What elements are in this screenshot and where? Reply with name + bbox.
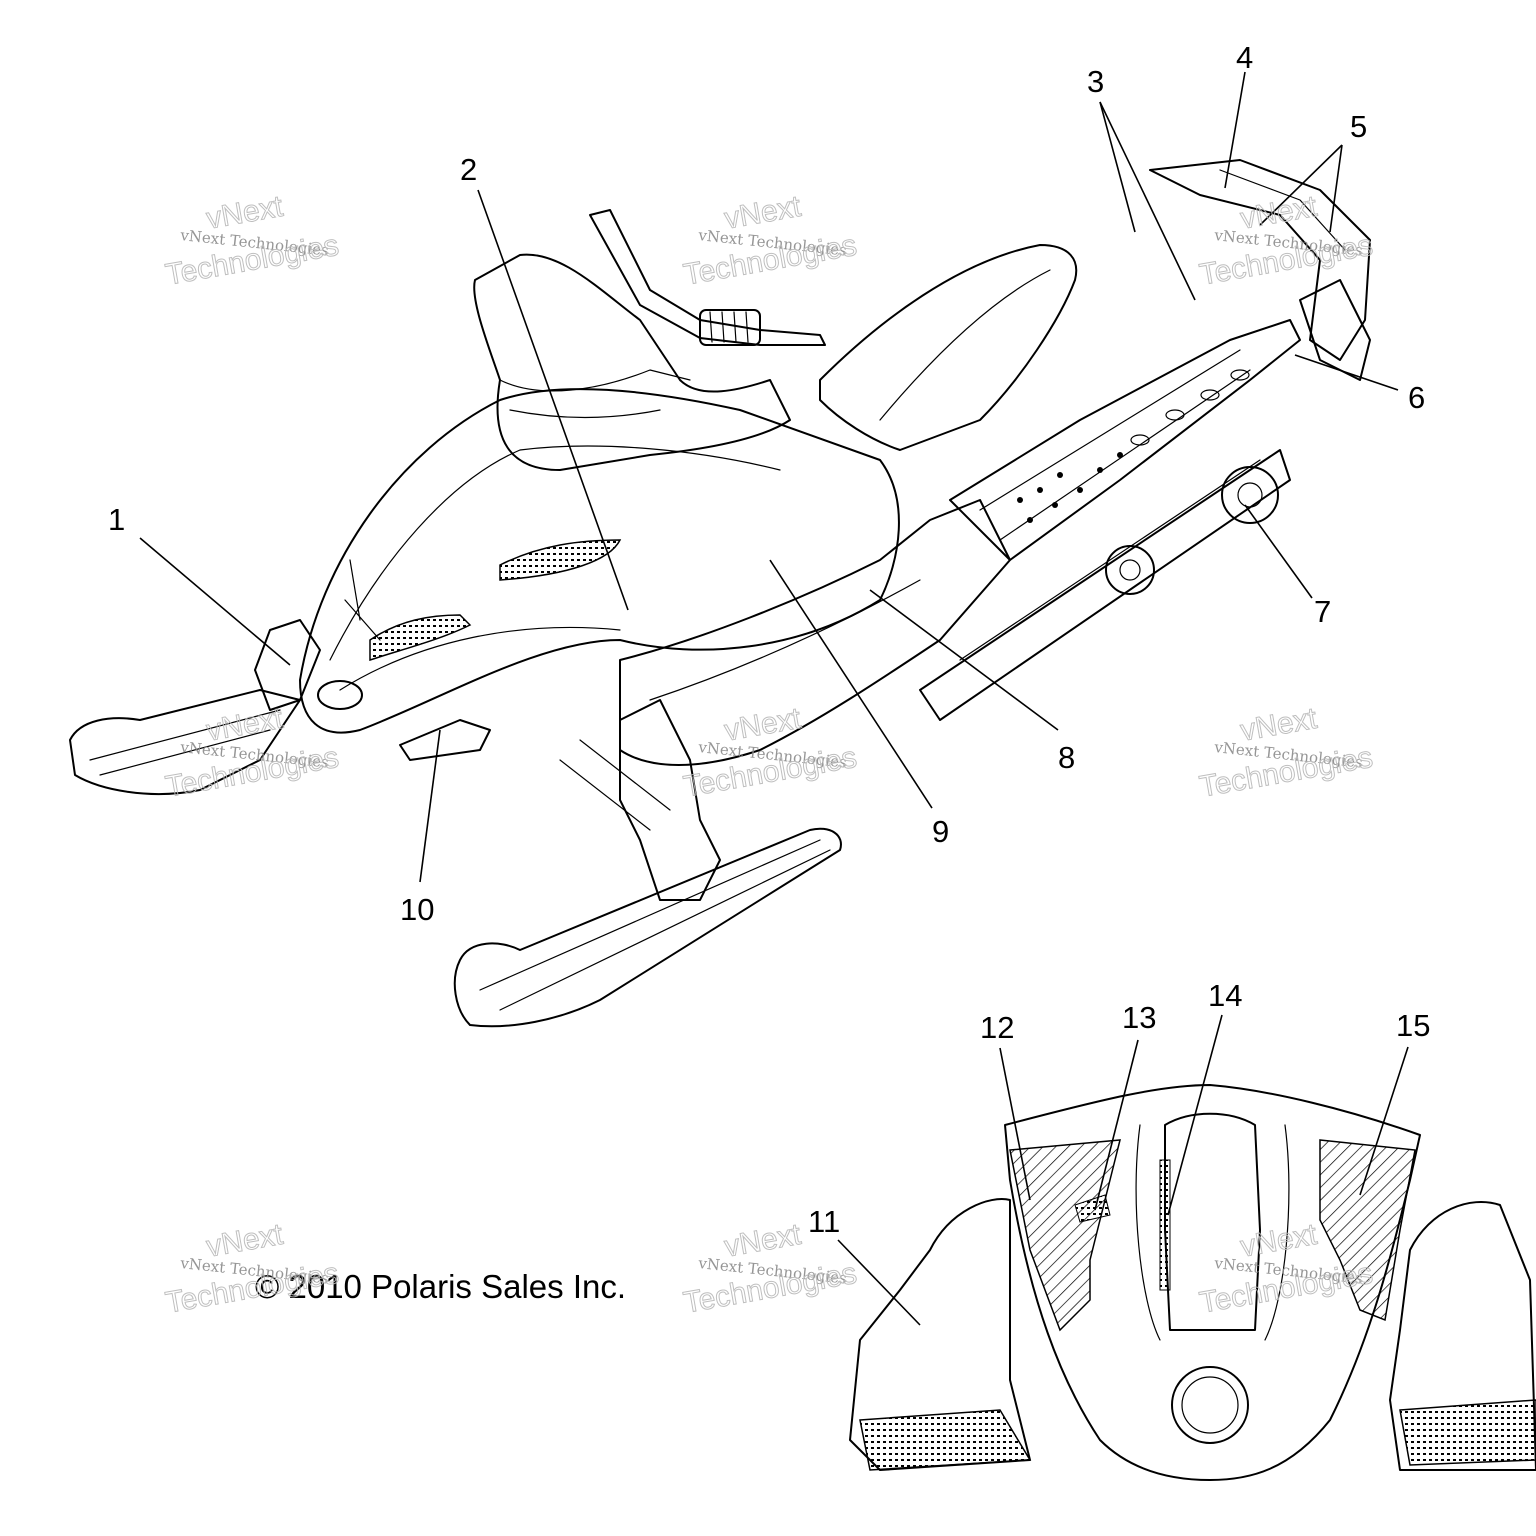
footrest — [399, 719, 491, 761]
tunnel — [949, 319, 1301, 561]
callout-1: 1 — [108, 502, 125, 537]
center-intake — [1164, 1112, 1261, 1331]
callout-15: 15 — [1396, 1008, 1430, 1043]
front-left-step — [859, 1409, 1032, 1471]
watermark: vNext Technologies vNext Technologies — [163, 189, 342, 292]
front-right-fender — [1389, 1201, 1536, 1471]
front-hood-outline — [1004, 1084, 1421, 1481]
ski-right — [453, 827, 842, 1028]
headlight — [317, 680, 363, 710]
front-view-illustration — [849, 1084, 1536, 1481]
seat — [819, 244, 1078, 451]
idler-wheel-mid — [1105, 545, 1155, 595]
front-suspension — [619, 699, 721, 901]
callout-9: 9 — [932, 814, 949, 849]
snow-flap — [1299, 279, 1371, 381]
watermark-outline-top: vNext — [1238, 702, 1320, 748]
watermark: vNext Technologies vNext Technologies — [681, 701, 860, 804]
callout-2: 2 — [460, 152, 477, 187]
watermark: vNext Technologies vNext Technologies — [681, 189, 860, 292]
callout-7: 7 — [1314, 594, 1331, 629]
callout-labels: 1 2 3 4 5 6 7 8 9 10 11 12 13 14 15 — [108, 40, 1430, 1239]
callout-11: 11 — [808, 1204, 840, 1239]
callout-3: 3 — [1087, 64, 1104, 99]
front-left-fender — [849, 1198, 1031, 1471]
watermark-outline-top: vNext — [722, 702, 804, 748]
callout-4: 4 — [1236, 40, 1253, 75]
hood-vent — [499, 539, 622, 581]
copyright-notice: © 2010 Polaris Sales Inc. — [255, 1268, 626, 1305]
callout-13: 13 — [1122, 1000, 1156, 1035]
watermark: vNext Technologies vNext Technologies — [1197, 189, 1376, 292]
ski-left — [69, 689, 301, 795]
windshield — [473, 253, 791, 471]
decal-left-panel — [1009, 1139, 1121, 1332]
watermark-outline-top: vNext — [722, 190, 804, 236]
watermark-outline-top: vNext — [1238, 190, 1320, 236]
watermark: vNext Technologies vNext Technologies — [1197, 701, 1376, 804]
callout-10: 10 — [400, 892, 434, 927]
side-panel — [619, 499, 1011, 766]
snowmobile-illustration — [69, 159, 1371, 1028]
front-bumper — [254, 619, 321, 711]
tunnel-holes — [1017, 369, 1250, 523]
handlebar — [589, 209, 826, 346]
track — [919, 449, 1291, 721]
front-headlight — [1171, 1366, 1249, 1444]
front-right-step — [1399, 1399, 1536, 1466]
decal-small — [1074, 1194, 1111, 1223]
rear-bumper — [1149, 159, 1371, 361]
idler-wheel-rear — [1221, 466, 1279, 524]
hood — [299, 388, 900, 734]
decal-right-panel — [1319, 1139, 1416, 1322]
nose-vent — [369, 614, 472, 662]
callout-12: 12 — [980, 1010, 1014, 1045]
watermark: vNext Technologies vNext Technologies — [163, 701, 342, 804]
callout-8: 8 — [1058, 740, 1075, 775]
callout-6: 6 — [1408, 380, 1425, 415]
watermark-outline-top: vNext — [722, 1218, 804, 1264]
watermark-outline-top: vNext — [204, 1218, 286, 1264]
callout-14: 14 — [1208, 978, 1242, 1013]
leader-lines — [139, 71, 1409, 1326]
callout-5: 5 — [1350, 109, 1367, 144]
watermark-outline-top: vNext — [1238, 1218, 1320, 1264]
watermark-outline-top: vNext — [204, 190, 286, 236]
